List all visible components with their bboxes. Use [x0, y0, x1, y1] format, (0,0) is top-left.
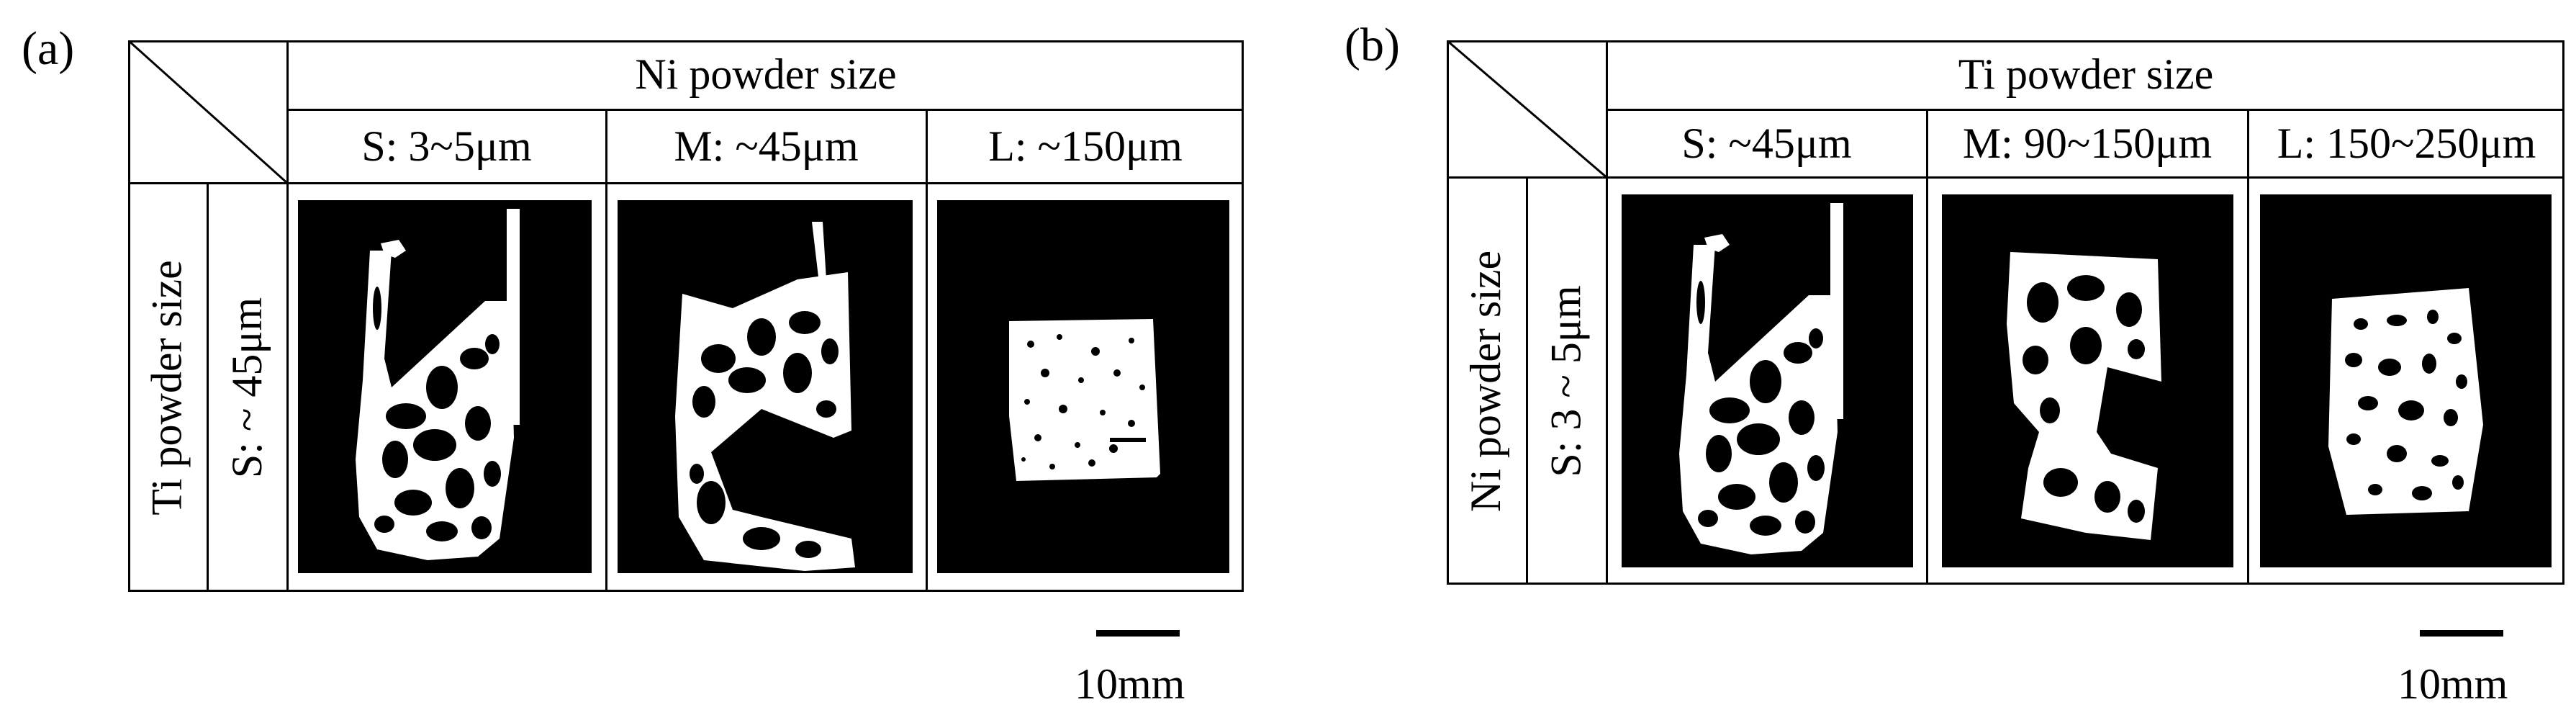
column-header: M: 90~150μm	[1962, 119, 2213, 167]
foam-sample-image-l	[2260, 194, 2552, 567]
table-divider	[1607, 109, 2564, 111]
table-divider	[1526, 176, 1528, 585]
corner-diagonal	[128, 40, 288, 184]
table-divider	[926, 109, 928, 592]
foam-sample-image-m	[618, 200, 913, 573]
figure-table	[1447, 40, 2564, 585]
row-header: S: 3 ~ 5μm	[1527, 178, 1606, 585]
foam-sample-image-s	[298, 200, 592, 573]
scale-bar	[2420, 630, 2503, 637]
scale-label: 10mm	[1075, 660, 1185, 708]
row-group-header-text: Ti powder size	[143, 260, 191, 516]
table-divider	[288, 109, 1244, 111]
foam-sample-image-l	[937, 200, 1229, 573]
column-group-header: Ni powder size	[635, 50, 897, 98]
figure-table	[128, 40, 1244, 592]
corner-diagonal	[1447, 40, 1607, 178]
table-divider	[286, 40, 289, 592]
column-header: M: ~45μm	[674, 122, 859, 170]
scale-label: 10mm	[2398, 660, 2508, 708]
scale-bar	[1096, 630, 1180, 637]
row-header-text: S: 3 ~ 5μm	[1542, 285, 1590, 477]
column-header: L: ~150μm	[988, 122, 1183, 170]
table-divider	[2247, 109, 2249, 585]
column-header: S: 3~5μm	[361, 122, 532, 170]
row-group-header-text: Ni powder size	[1462, 250, 1510, 513]
table-divider	[207, 182, 209, 592]
row-group-header: Ni powder size	[1447, 178, 1526, 585]
table-divider	[605, 109, 607, 592]
column-group-header: Ti powder size	[1958, 50, 2214, 98]
panel-label: (a)	[22, 22, 75, 75]
foam-sample-image-s	[1622, 194, 1913, 567]
column-header: L: 150~250μm	[2277, 119, 2536, 167]
column-header: S: ~45μm	[1681, 119, 1852, 167]
table-divider	[1606, 40, 1608, 585]
row-group-header: Ti powder size	[128, 184, 207, 592]
row-header: S: ~ 45μm	[208, 184, 286, 592]
row-header-text: S: ~ 45μm	[223, 297, 271, 479]
foam-sample-image-m	[1942, 194, 2233, 567]
table-divider	[128, 182, 1244, 184]
table-divider	[1926, 109, 1928, 585]
panel-label: (b)	[1345, 19, 1400, 71]
table-divider	[1447, 176, 2564, 179]
